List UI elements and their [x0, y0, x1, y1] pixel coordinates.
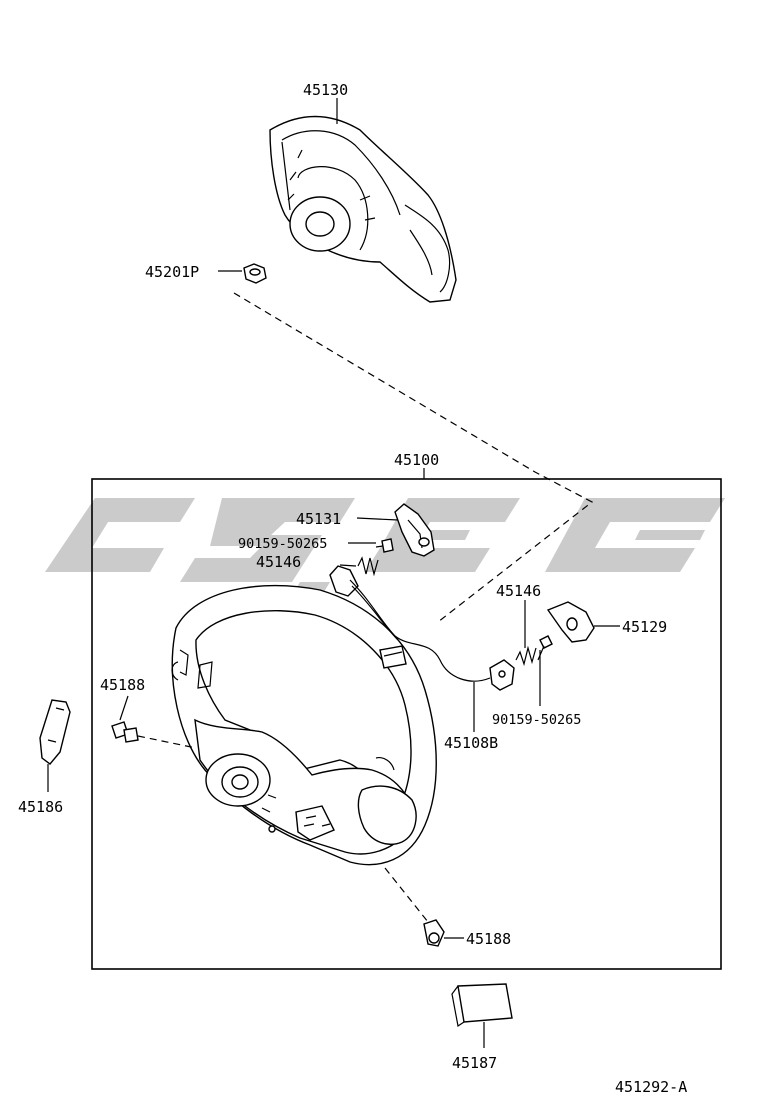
cover-45131 — [394, 503, 435, 557]
label-45108B: 45108B — [444, 734, 498, 752]
spring-right — [515, 645, 537, 667]
dashed-plug-top — [137, 735, 197, 749]
screw-left — [375, 538, 394, 553]
label-45131: 45131 — [296, 510, 341, 528]
horn-pad — [269, 115, 457, 303]
cover-45129 — [546, 601, 595, 643]
label-45188-bottom: 45188 — [466, 930, 511, 948]
plug-45188-bottom — [423, 919, 445, 947]
wire-harness — [329, 565, 515, 691]
label-45146-right: 45146 — [496, 582, 541, 600]
plug-top-leader — [119, 695, 129, 721]
assembly-frame — [91, 478, 722, 970]
trim-45186 — [39, 699, 71, 765]
dashed-plug-bottom — [384, 867, 429, 923]
screw-right — [537, 635, 553, 661]
label-45146-left: 45146 — [256, 553, 301, 571]
label-45186: 45186 — [18, 798, 63, 816]
label-45100: 45100 — [394, 451, 439, 469]
label-90159-50265-left: 90159-50265 — [238, 536, 327, 552]
plug-45188-top — [111, 721, 139, 743]
spring-left — [339, 556, 379, 577]
label-90159-50265-right: 90159-50265 — [492, 712, 581, 728]
label-45188-top: 45188 — [100, 676, 145, 694]
cover-45131-leader — [356, 517, 399, 521]
steering-wheel — [171, 584, 437, 866]
figure-id: 451292-A — [615, 1078, 687, 1096]
cap-45187 — [451, 983, 513, 1028]
label-45129: 45129 — [622, 618, 667, 636]
label-45130: 45130 — [303, 81, 348, 99]
nut-45201P — [243, 263, 267, 284]
label-45201P: 45201P — [145, 263, 199, 281]
watermark-logo — [45, 498, 725, 632]
label-45187: 45187 — [452, 1054, 497, 1072]
